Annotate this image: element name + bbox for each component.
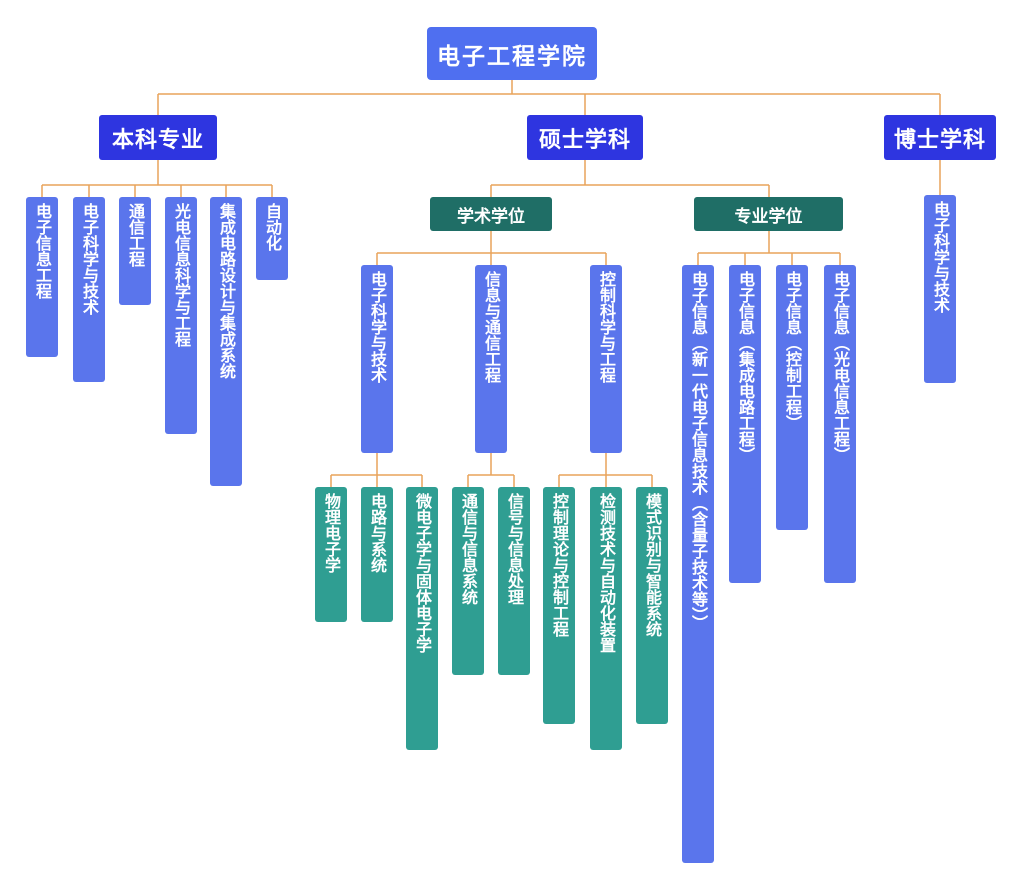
professional-discipline-2: 电子信息（集成电路工程）: [729, 265, 761, 583]
academic-subfield: 通信与信息系统: [452, 487, 484, 675]
academic-discipline-1: 电子科学与技术: [361, 265, 393, 453]
academic-subfield: 控制理论与控制工程: [543, 487, 575, 724]
doctor-node: 博士学科: [884, 115, 996, 160]
academic-discipline-2: 信息与通信工程: [475, 265, 507, 453]
academic-subfield: 物理电子学: [315, 487, 347, 622]
professional-degree-node: 专业学位: [694, 197, 843, 231]
undergrad-major-6: 自动化: [256, 197, 288, 280]
undergrad-major-5: 集成电路设计与集成系统: [210, 197, 242, 486]
school-node: 电子工程学院: [427, 27, 597, 80]
undergrad-node: 本科专业: [99, 115, 217, 160]
academic-degree-node: 学术学位: [430, 197, 552, 231]
academic-subfield: 检测技术与自动化装置: [590, 487, 622, 750]
professional-discipline-1: 电子信息（新一代电子信息技术（含量子技术等））: [682, 265, 714, 863]
undergrad-major-1: 电子信息工程: [26, 197, 58, 357]
undergrad-major-4: 光电信息科学与工程: [165, 197, 197, 434]
master-node: 硕士学科: [527, 115, 643, 160]
academic-subfield: 微电子学与固体电子学: [406, 487, 438, 750]
academic-discipline-3: 控制科学与工程: [590, 265, 622, 453]
doctor-discipline-1: 电子科学与技术: [924, 195, 956, 383]
undergrad-major-2: 电子科学与技术: [73, 197, 105, 382]
professional-discipline-4: 电子信息（光电信息工程）: [824, 265, 856, 583]
academic-subfield: 模式识别与智能系统: [636, 487, 668, 724]
academic-subfield: 电路与系统: [361, 487, 393, 622]
professional-discipline-3: 电子信息（控制工程）: [776, 265, 808, 530]
undergrad-major-3: 通信工程: [119, 197, 151, 305]
academic-subfield: 信号与信息处理: [498, 487, 530, 675]
